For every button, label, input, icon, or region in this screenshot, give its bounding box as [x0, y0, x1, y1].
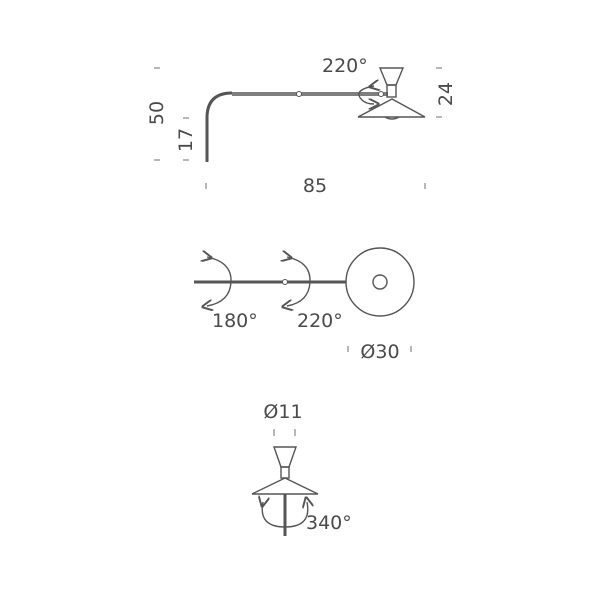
shade-height-label: 24 [435, 82, 457, 106]
shade-joint [378, 91, 384, 97]
lower-shade [357, 98, 426, 118]
rotation-label-180: 180° [212, 310, 258, 332]
shade-outline [345, 247, 415, 317]
rotation-label-340: 340° [306, 512, 352, 534]
upper-cone [378, 67, 405, 86]
neck [386, 84, 397, 98]
shade-center [372, 274, 388, 290]
lower-shade [251, 477, 319, 495]
arm-joint [296, 91, 302, 97]
neck [280, 466, 290, 479]
wall-rod [205, 91, 233, 162]
shade-diameter-label: Ø30 [360, 341, 399, 363]
arm-joint [282, 279, 288, 285]
rotation-arrow-180 [207, 257, 232, 306]
rotation-label-220: 220° [297, 310, 343, 332]
upper-cone [273, 446, 297, 468]
side-view: 220° 24 50 17 85 [146, 55, 457, 197]
rotation-arrow [358, 86, 374, 104]
arm-length-label: 85 [303, 175, 327, 197]
total-height-label: 50 [146, 101, 168, 125]
cone-diameter-label: Ø11 [263, 401, 302, 423]
rotation-label: 220° [322, 55, 368, 77]
base-height-label: 17 [175, 128, 197, 152]
top-view: 180° 220° Ø30 [194, 247, 415, 363]
rotation-arrow-220 [287, 257, 311, 306]
dimension-ticks [154, 67, 442, 189]
rotation-arrow-340 [262, 502, 308, 528]
front-view: Ø11 340° [251, 401, 352, 536]
